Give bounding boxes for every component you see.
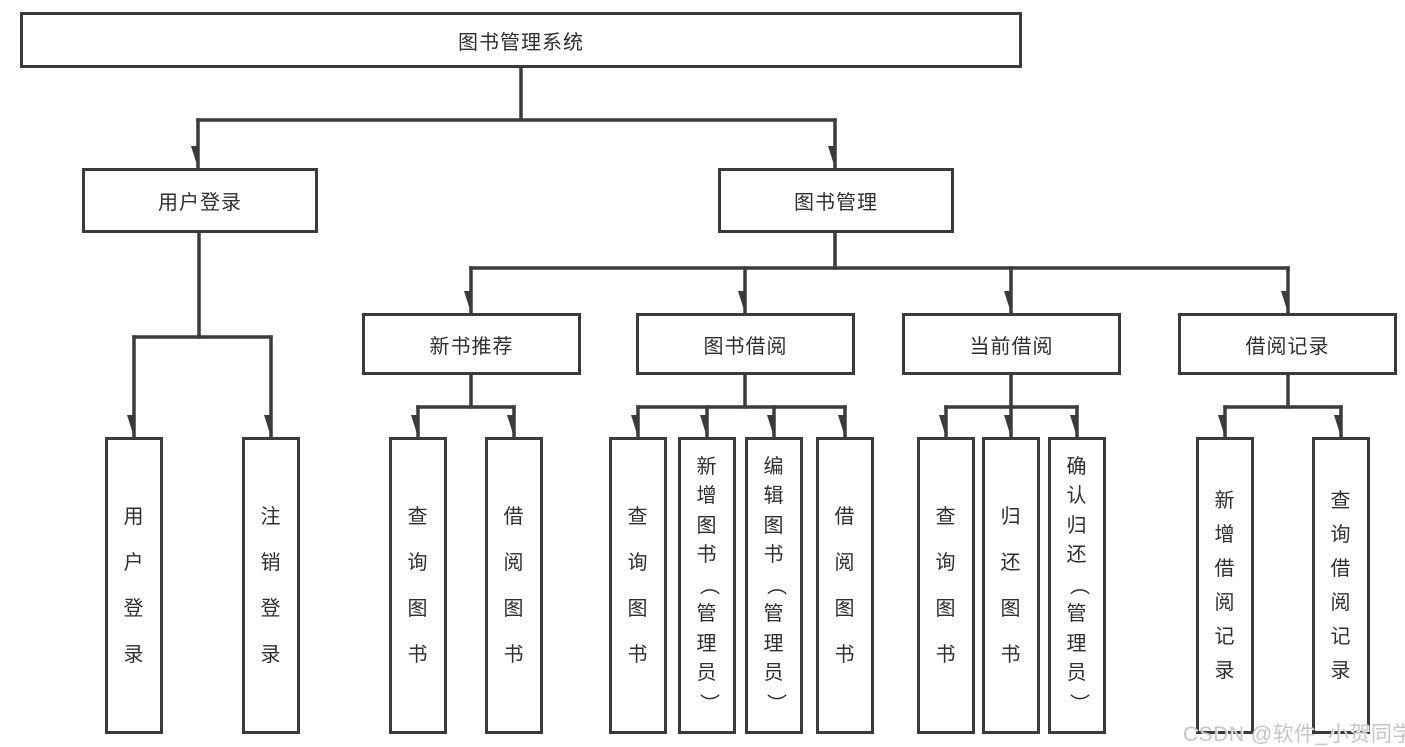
node-label: 注销登录	[260, 505, 282, 666]
node-label: 确认归还（管理员）	[1066, 455, 1089, 714]
node-leaf-query-books: 查询图书	[917, 437, 975, 734]
node-leaf-borrow-books: 借阅图书	[485, 437, 543, 734]
node-book-borrowing: 图书借阅	[636, 313, 855, 375]
node-label: 借阅记录	[1245, 335, 1330, 358]
node-label: 查询图书	[407, 505, 429, 666]
node-label: 编辑图书（管理员）	[763, 455, 786, 714]
node-user-login: 用户登录	[82, 168, 318, 233]
node-leaf-borrow-books: 借阅图书	[816, 437, 874, 734]
node-leaf-query-borrow-record: 查询借阅记录	[1312, 437, 1370, 734]
node-leaf-add-borrow-record: 新增借阅记录	[1196, 437, 1254, 734]
node-label: 查询借阅记录	[1330, 489, 1352, 682]
node-leaf-user-login: 用户登录	[105, 437, 163, 734]
node-leaf-add-books-admin: 新增图书（管理员）	[678, 437, 736, 734]
node-label: 新增图书（管理员）	[696, 455, 719, 714]
node-leaf-logout: 注销登录	[242, 437, 300, 734]
node-leaf-return-books: 归还图书	[982, 437, 1040, 734]
node-borrowing-records: 借阅记录	[1178, 313, 1397, 375]
node-label: 借阅图书	[503, 505, 525, 666]
node-book-management: 图书管理	[718, 168, 954, 233]
node-label: 当前借阅	[969, 335, 1054, 358]
node-new-book-recommend: 新书推荐	[362, 313, 581, 375]
node-label: 新增借阅记录	[1214, 489, 1236, 682]
node-leaf-edit-books-admin: 编辑图书（管理员）	[745, 437, 803, 734]
node-leaf-query-books: 查询图书	[609, 437, 667, 734]
node-label: 新书推荐	[429, 335, 514, 358]
node-label: 用户登录	[123, 505, 145, 666]
node-current-borrowing: 当前借阅	[902, 313, 1121, 375]
node-label: 图书借阅	[703, 335, 788, 358]
node-label: 借阅图书	[834, 505, 856, 666]
node-label: 用户登录	[158, 192, 242, 214]
node-label: 图书管理系统	[458, 31, 584, 54]
node-label: 图书管理	[794, 192, 878, 214]
node-leaf-query-books: 查询图书	[389, 437, 447, 734]
node-leaf-confirm-return-admin: 确认归还（管理员）	[1048, 437, 1106, 734]
node-root-system: 图书管理系统	[20, 12, 1022, 68]
node-label: 查询图书	[935, 505, 957, 666]
node-label: 查询图书	[627, 505, 649, 666]
watermark: CSDN @软件_小贺同学	[1183, 723, 1405, 746]
node-label: 归还图书	[1000, 505, 1022, 666]
